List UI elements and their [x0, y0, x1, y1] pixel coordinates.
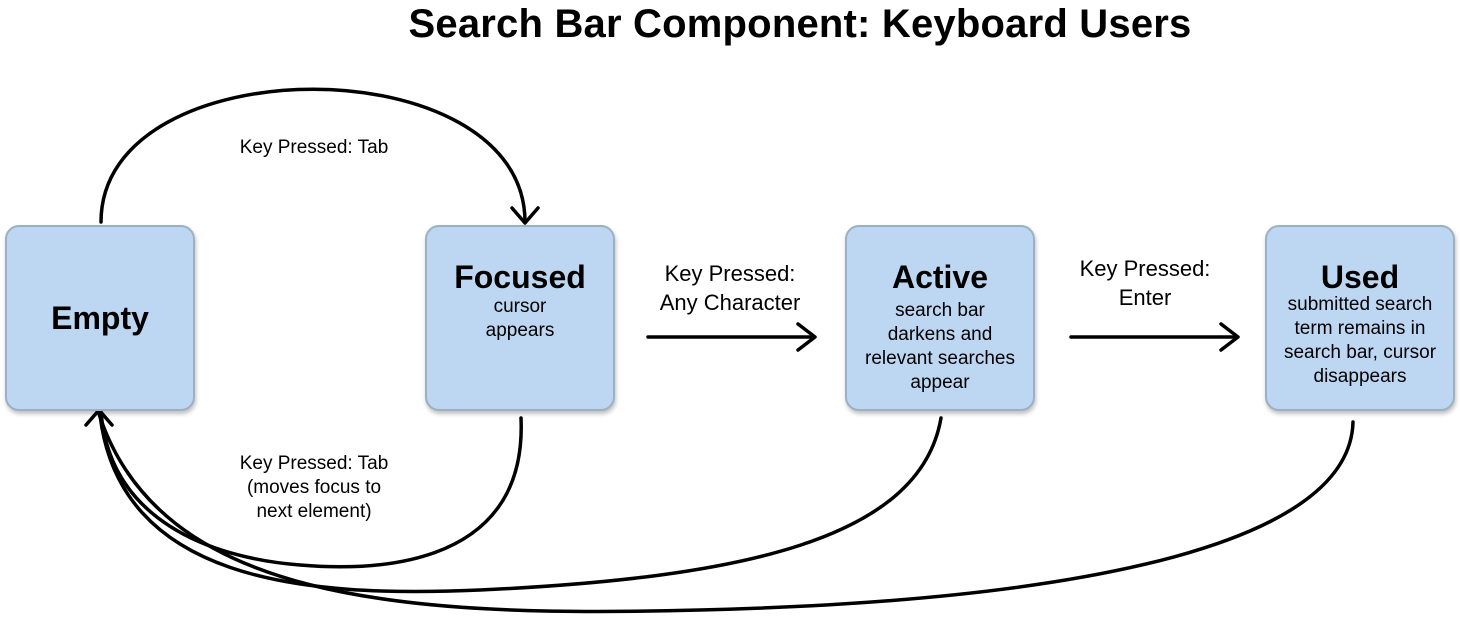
arrowhead-active-to-used	[1219, 322, 1240, 352]
transition-label-focused-to-active: Key Pressed: Any Character	[659, 261, 801, 315]
state-used: Used submitted search term remains in se…	[1265, 225, 1455, 411]
arrow-active-to-empty	[98, 413, 943, 594]
diagram-title: Search Bar Component: Keyboard Users	[408, 2, 1192, 46]
state-empty-title: Empty	[51, 300, 149, 336]
arrow-focused-to-empty	[99, 410, 523, 569]
arrowhead-focused-to-active	[796, 322, 817, 352]
transition-label-active-to-used: Key Pressed: Enter	[1079, 256, 1211, 310]
transition-label-empty-to-focused: Key Pressed: Tab	[239, 137, 389, 158]
transition-label-focused-to-empty: Key Pressed: Tab (moves focus to next el…	[239, 453, 389, 522]
state-active: Active search bar darkens and relevant s…	[845, 225, 1035, 411]
arrow-empty-to-focused	[99, 87, 527, 224]
state-used-title: Used	[1320, 259, 1400, 295]
state-used-description: submitted search term remains in search …	[1283, 294, 1437, 387]
state-focused-title: Focused	[454, 259, 586, 295]
state-active-description: search bar darkens and relevant searches…	[865, 300, 1015, 393]
arrow-used-to-empty	[97, 412, 1355, 614]
state-focused-description: cursor appears	[485, 296, 555, 341]
state-active-title: Active	[891, 259, 989, 295]
state-focused: Focused cursor appears	[425, 225, 615, 411]
arrowhead-empty-to-focused	[510, 206, 540, 225]
state-empty: Empty	[5, 225, 195, 411]
